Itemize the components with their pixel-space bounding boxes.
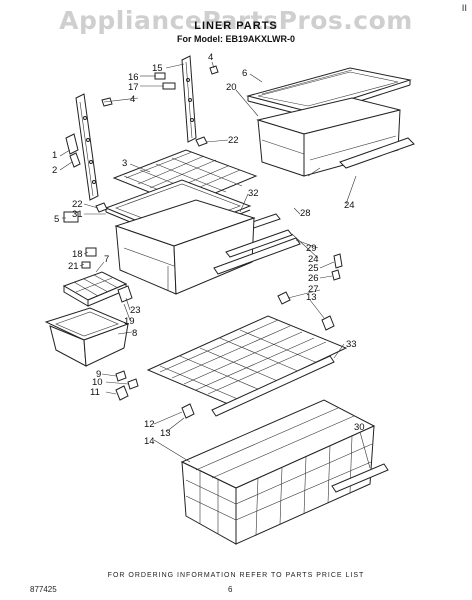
rail-screw-2 — [69, 152, 81, 168]
shelf-support-13-left — [181, 403, 195, 419]
screw-10 — [127, 378, 139, 390]
callout-9: 9 — [96, 369, 101, 380]
callout-30: 30 — [354, 422, 365, 433]
callout-10: 10 — [92, 377, 103, 388]
callout-13-b: 13 — [306, 292, 317, 303]
callout-11: 11 — [90, 387, 100, 398]
callout-22-a: 22 — [228, 135, 239, 146]
callout-17: 17 — [128, 82, 139, 93]
center-shelf-rail — [181, 55, 197, 143]
drawer-slide-24 — [225, 229, 293, 258]
clip-18 — [85, 247, 97, 257]
screw-26 — [331, 269, 341, 281]
callout-21: 21 — [68, 261, 79, 272]
callout-1: 1 — [52, 150, 57, 161]
callout-28: 28 — [300, 208, 311, 219]
callout-29: 29 — [306, 243, 317, 254]
callout-31: 31 — [72, 209, 83, 220]
callout-7: 7 — [104, 254, 109, 265]
page-number: 6 — [228, 585, 233, 594]
screw-9 — [115, 370, 127, 382]
callout-16: 16 — [128, 72, 139, 83]
callout-23: 23 — [130, 305, 141, 316]
callout-33: 33 — [346, 339, 357, 350]
rail-clip-17 — [162, 82, 176, 90]
ice-storage-bin — [44, 307, 130, 367]
screw-22-upper — [195, 136, 208, 147]
shelf-support-13-right — [321, 315, 335, 331]
callout-4-a: 4 — [130, 94, 135, 105]
callout-27: 27 — [308, 284, 319, 295]
shelf-support-27 — [277, 291, 291, 305]
ordering-note: FOR ORDERING INFORMATION REFER TO PARTS … — [107, 572, 365, 579]
callout-15: 15 — [152, 63, 163, 74]
bracket-5 — [63, 211, 79, 223]
document-code: 877425 — [30, 585, 57, 594]
shelf-front-trim-33 — [211, 355, 335, 417]
callout-22-b: 22 — [72, 199, 83, 210]
callout-4-b: 4 — [208, 52, 213, 63]
callout-6: 6 — [242, 68, 247, 79]
corner-mark: II — [461, 4, 467, 14]
callout-24-a: 24 — [344, 200, 355, 211]
callout-13-a: 13 — [160, 428, 171, 439]
callout-labels: 1 2 3 4 4 5 6 7 8 9 10 11 12 13 13 14 15… — [52, 52, 365, 447]
shelf-support-25 — [333, 253, 343, 269]
diagram-title: LINER PARTS — [194, 20, 278, 32]
crisper-drawer-left — [114, 199, 256, 295]
callout-32: 32 — [248, 188, 259, 199]
tray-clip-19 — [117, 285, 133, 303]
wire-shelf-lower — [146, 315, 348, 405]
callout-14: 14 — [144, 436, 155, 447]
callout-8: 8 — [132, 328, 137, 339]
screw-22-left — [95, 202, 108, 213]
callout-19: 19 — [124, 316, 135, 327]
screw-4-upper — [101, 97, 113, 107]
drawer-handle-right — [339, 137, 415, 169]
leader-lines — [59, 61, 371, 469]
left-shelf-rail — [75, 93, 99, 201]
callout-25: 25 — [308, 263, 319, 274]
freezer-wire-basket — [180, 399, 376, 545]
model-number: For Model: EB19AKXLWR-0 — [176, 34, 295, 44]
basket-slide-30 — [331, 463, 389, 493]
watermark: AppliancePartsPros.com — [59, 6, 413, 35]
callout-12: 12 — [144, 419, 155, 430]
rail-end-cap-1 — [65, 133, 79, 155]
callout-18: 18 — [72, 249, 83, 260]
clip-21 — [81, 261, 91, 269]
callout-2: 2 — [52, 165, 57, 176]
callout-24-b: 24 — [308, 254, 319, 265]
callout-20: 20 — [226, 82, 237, 93]
callout-3: 3 — [122, 158, 127, 169]
bracket-11 — [115, 385, 129, 401]
ice-cube-tray — [62, 271, 128, 307]
callout-5: 5 — [54, 214, 59, 225]
callout-26: 26 — [308, 273, 319, 284]
drawer-rail-29 — [213, 237, 301, 275]
screw-4-right — [209, 65, 219, 75]
crisper-drawer-right — [256, 97, 401, 177]
